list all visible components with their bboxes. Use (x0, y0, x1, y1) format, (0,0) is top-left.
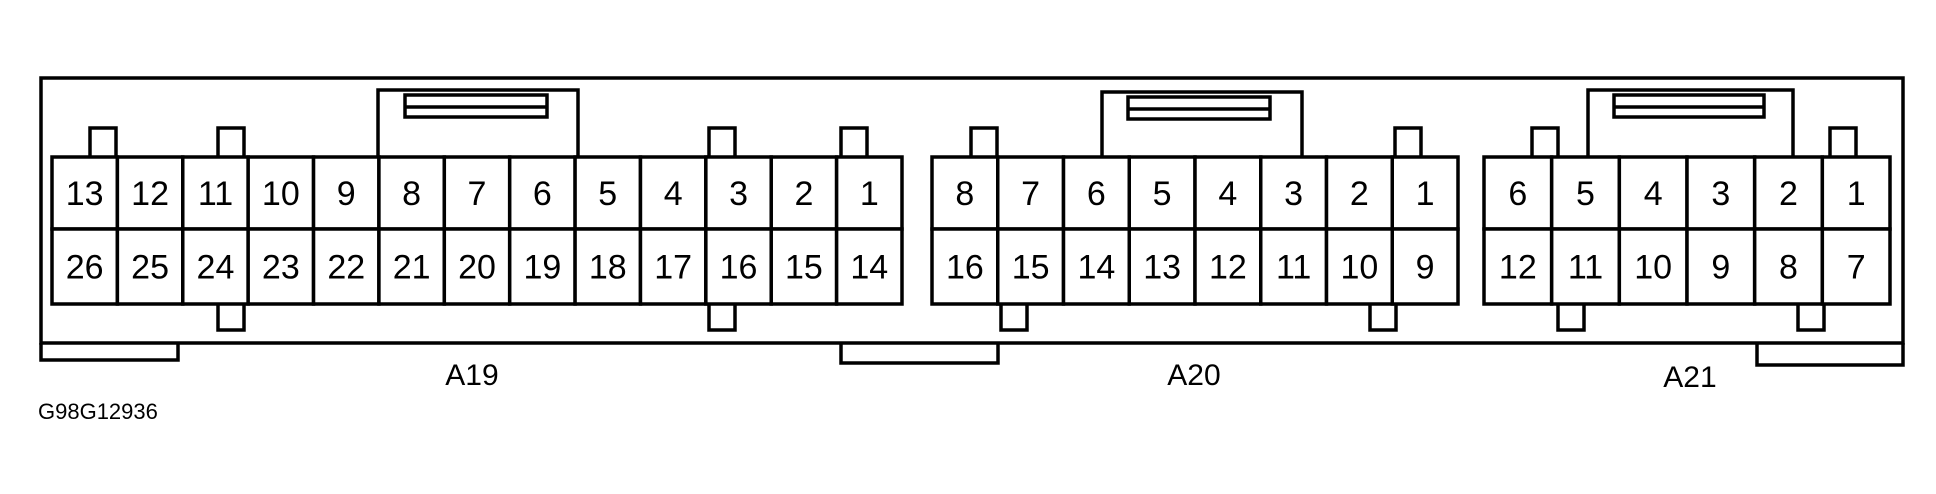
pin-number: 5 (1153, 175, 1172, 213)
pin-number: 12 (131, 175, 169, 213)
pin-cell (507, 155, 577, 231)
pin-number: 17 (654, 249, 692, 287)
pin-number: 3 (729, 175, 748, 213)
pin-number: 3 (1284, 175, 1303, 213)
connector-label-a19: A19 (445, 359, 498, 392)
pin-number: 10 (1340, 249, 1378, 287)
pin-cell (1820, 227, 1892, 306)
latch-a21 (1586, 88, 1795, 162)
figure-id: G98G12936 (38, 399, 158, 424)
pin-number: 15 (785, 249, 823, 287)
pin-cell (704, 227, 773, 306)
pin-number: 8 (1779, 249, 1798, 287)
pin-cell (246, 227, 316, 306)
pin-number: 7 (1847, 249, 1866, 287)
pin-cell (1324, 227, 1394, 306)
pin-number: 7 (468, 175, 487, 213)
pin-cell (1390, 227, 1460, 306)
pin-cell (1390, 155, 1460, 231)
housing-rail (1755, 343, 1905, 367)
pin-number: 20 (458, 249, 496, 287)
pin-number: 4 (664, 175, 683, 213)
pin-number: 7 (1021, 175, 1040, 213)
pin-number: 12 (1499, 249, 1537, 287)
pin-number: 2 (1350, 175, 1369, 213)
pin-number: 24 (197, 249, 235, 287)
pin-number: 8 (955, 175, 974, 213)
pin-number: 8 (402, 175, 421, 213)
pin-number: 1 (1416, 175, 1435, 213)
pin-number: 10 (1634, 249, 1672, 287)
pin-number: 6 (1087, 175, 1106, 213)
pin-number: 19 (523, 249, 561, 287)
pin-number: 11 (198, 175, 233, 213)
pin-cell (115, 155, 185, 231)
pin-cell (1324, 155, 1394, 231)
pin-number: 3 (1711, 175, 1730, 213)
pin-number: 2 (1779, 175, 1798, 213)
latch-a20 (1100, 90, 1304, 164)
pin-number: 21 (393, 249, 431, 287)
pin-number: 18 (589, 249, 627, 287)
pin-number: 16 (946, 249, 984, 287)
pin-number: 25 (131, 249, 169, 287)
pin-number: 9 (1416, 249, 1435, 287)
pin-cell (834, 227, 904, 306)
pin-cell (1685, 227, 1757, 306)
pin-number: 2 (794, 175, 813, 213)
pin-cell (377, 227, 447, 306)
pin-cell (1193, 227, 1263, 306)
pin-cell (50, 227, 120, 306)
pin-number: 26 (66, 249, 104, 287)
latch-a19 (376, 88, 580, 162)
connector-label-a21: A21 (1663, 361, 1716, 394)
housing-rail (39, 343, 180, 362)
pin-cell (1617, 227, 1689, 306)
pin-number: 12 (1209, 249, 1247, 287)
pin-cell (311, 227, 381, 306)
pin-cell (996, 227, 1066, 306)
connector-a21-pins: 6 5 4 3 2 1 12 11 10 9 8 7 (1482, 155, 1892, 306)
pin-number: 1 (860, 175, 879, 213)
pin-number: 11 (1568, 249, 1603, 287)
pin-number: 5 (1576, 175, 1595, 213)
pin-number: 22 (327, 249, 365, 287)
pin-number: 6 (1508, 175, 1527, 213)
pin-cell (1752, 155, 1825, 231)
pin-cell (115, 227, 185, 306)
pin-cell (1259, 227, 1329, 306)
pin-number: 6 (533, 175, 552, 213)
pin-number: 13 (1143, 249, 1181, 287)
pin-number: 4 (1644, 175, 1663, 213)
pin-number: 9 (337, 175, 356, 213)
pin-number: 23 (262, 249, 300, 287)
pin-cell (1061, 227, 1131, 306)
pin-number: 11 (1276, 249, 1311, 287)
connector-label-a20: A20 (1167, 359, 1220, 392)
pin-cell (638, 227, 708, 306)
pin-cell (996, 155, 1066, 231)
pin-cell (1549, 227, 1622, 306)
pin-cell (1482, 227, 1554, 306)
pin-number: 10 (262, 175, 300, 213)
pin-number: 5 (598, 175, 617, 213)
connector-a20-pins: 8 7 6 5 4 3 2 1 16 15 14 13 12 11 10 9 (930, 155, 1460, 306)
pin-number: 14 (1077, 249, 1115, 287)
pin-cell (442, 227, 512, 306)
pin-number: 13 (66, 175, 104, 213)
pin-number: 9 (1711, 249, 1730, 287)
pin-number: 1 (1847, 175, 1866, 213)
housing-rail (839, 343, 1000, 365)
pin-number: 4 (1218, 175, 1237, 213)
pin-number: 15 (1012, 249, 1050, 287)
pin-number: 14 (850, 249, 888, 287)
pin-number: 16 (720, 249, 758, 287)
